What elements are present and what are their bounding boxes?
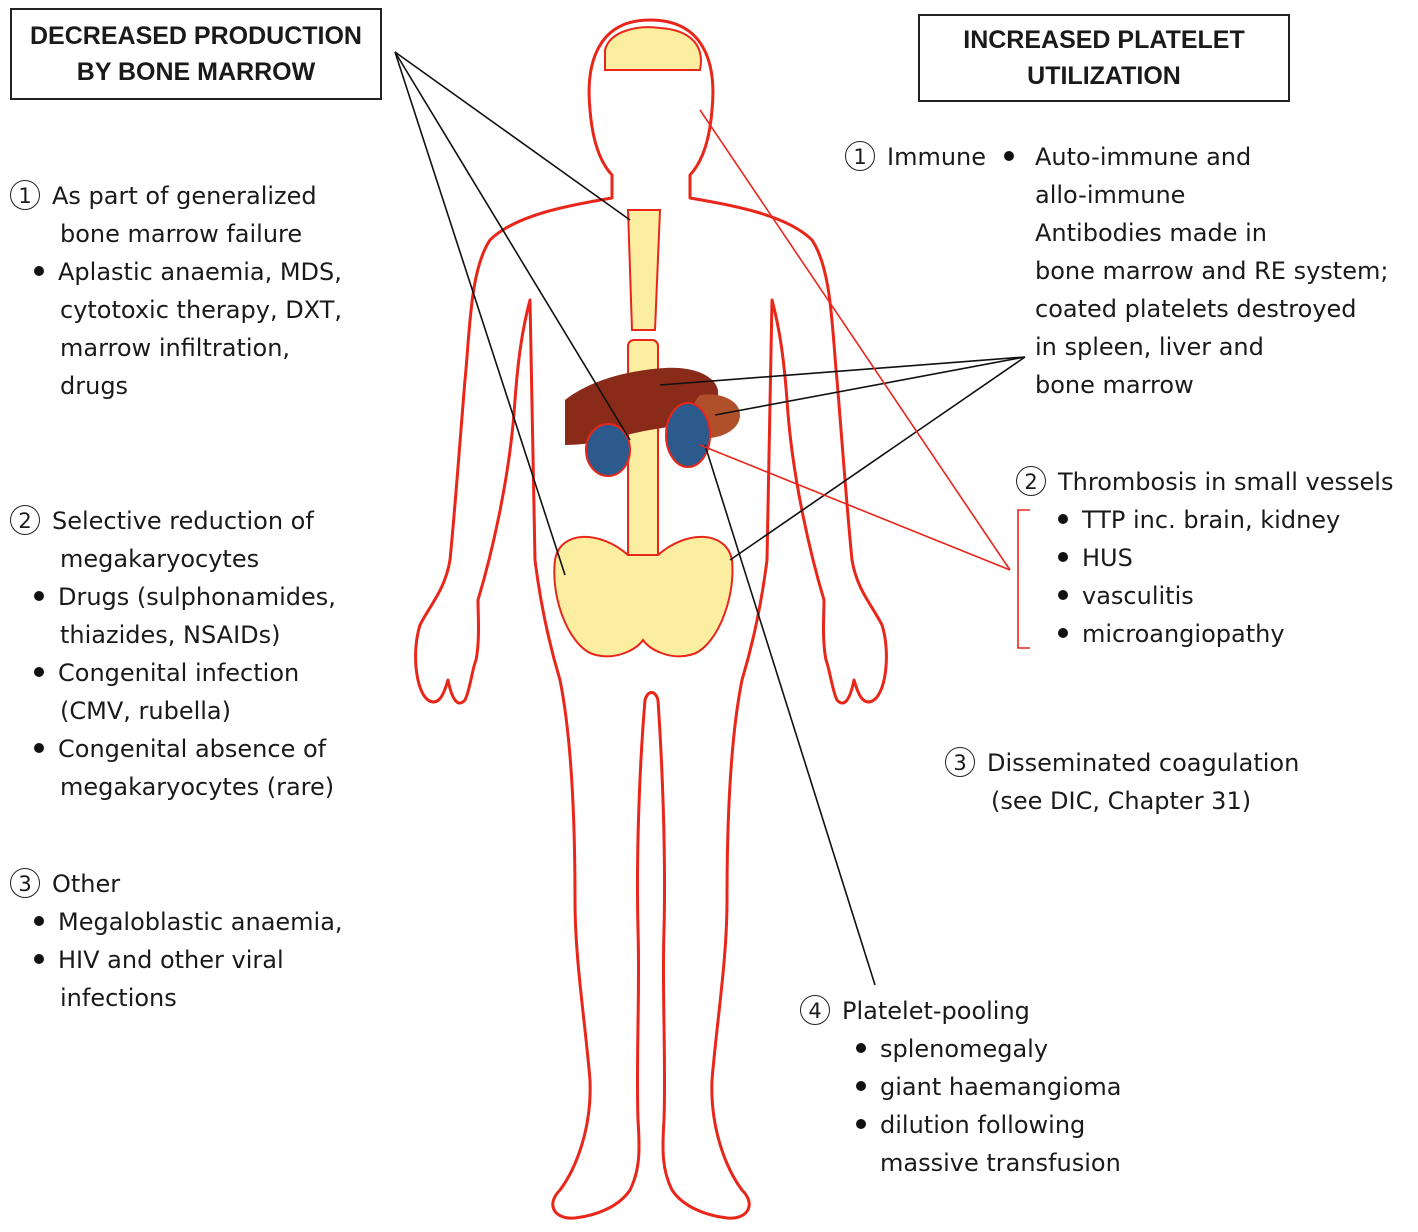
right-immune-text: Auto-immune and allo-immune Antibodies m… [1035, 138, 1388, 404]
bullet-text: dilution following [880, 1111, 1086, 1139]
bullet-icon [1004, 151, 1015, 161]
bullet-text: TTP inc. brain, kidney [1082, 506, 1341, 534]
bullet-icon [34, 591, 44, 601]
left-header-line-1: DECREASED PRODUCTION [30, 22, 362, 50]
left-header-line-2: BY BONE MARROW [76, 58, 316, 86]
bullet-icon [1058, 628, 1068, 638]
bullet-text: HIV and other viral [58, 946, 284, 974]
bullet-text-cont: thiazides, NSAIDs) [60, 621, 281, 649]
bullet-icon [34, 916, 44, 926]
right-thrombosis: 2 Thrombosis in small vessels TTP inc. br… [1016, 463, 1393, 653]
right-header-line-2: UTILIZATION [1027, 62, 1181, 90]
section-title: Selective reduction of [52, 507, 314, 535]
bullet-text: HUS [1082, 544, 1133, 572]
immune-line: bone marrow and RE system; [1035, 257, 1389, 285]
left-kidney [585, 423, 631, 477]
bullet-icon [34, 743, 44, 753]
section-number: 3 [945, 747, 975, 777]
bullet-icon [34, 667, 44, 677]
bullet-text: Megaloblastic anaemia, [58, 908, 343, 936]
section-title: Other [52, 870, 121, 898]
right-immune-label: 1 Immune [845, 138, 1028, 176]
bullet-text-cont: infections [60, 984, 177, 1012]
right-kidney [665, 402, 711, 468]
bullet-text-cont: (CMV, rubella) [60, 697, 231, 725]
section-number: 2 [10, 505, 40, 535]
bullet-text: giant haemangioma [880, 1073, 1122, 1101]
immune-line: allo-immune [1035, 181, 1186, 209]
immune-line: in spleen, liver and [1035, 333, 1264, 361]
immune-line: Auto-immune and [1035, 143, 1252, 171]
section-title-cont: megakaryocytes [60, 545, 260, 573]
bullet-text: splenomegaly [880, 1035, 1049, 1063]
immune-line: Antibodies made in [1035, 219, 1268, 247]
bullet-text: microangiopathy [1082, 620, 1285, 648]
bullet-text: Drugs (sulphonamides, [58, 583, 336, 611]
bullet-text-cont: marrow infiltration, [60, 334, 291, 362]
dic-subtitle: (see DIC, Chapter 31) [991, 787, 1252, 815]
section-number: 1 [845, 141, 875, 171]
bullet-text: vasculitis [1082, 582, 1194, 610]
bullet-icon [34, 954, 44, 964]
bullet-icon [856, 1081, 866, 1091]
left-section-2: 2 Selective reduction of megakaryocytes D… [10, 502, 336, 806]
bullet-text-cont: massive transfusion [880, 1149, 1121, 1177]
connector-pooling [704, 444, 876, 986]
immune-line: coated platelets destroyed [1035, 295, 1357, 323]
connectors-thrombosis [699, 109, 1030, 649]
connectors-immune [659, 356, 1026, 561]
dic-title: Disseminated coagulation [987, 749, 1300, 777]
bullet-text-cont: megakaryocytes (rare) [60, 773, 335, 801]
bullet-text: Congenital absence of [58, 735, 327, 763]
immune-line: bone marrow [1035, 371, 1194, 399]
bullet-icon [1058, 590, 1068, 600]
section-number: 1 [10, 180, 40, 210]
left-section-3: 3 Other Megaloblastic anaemia, HIV and ot… [10, 865, 343, 1017]
bullet-text-cont: cytotoxic therapy, DXT, [60, 296, 342, 324]
immune-label: Immune [887, 143, 987, 171]
body-outline [414, 18, 888, 1220]
bullet-icon [856, 1119, 866, 1129]
pelvis [553, 535, 734, 658]
section-number: 3 [10, 868, 40, 898]
right-header-line-1: INCREASED PLATELET [963, 26, 1245, 54]
right-header-box: INCREASED PLATELET UTILIZATION [918, 14, 1290, 102]
bullet-icon [856, 1043, 866, 1053]
section-number: 2 [1016, 466, 1046, 496]
bullet-icon [1058, 514, 1068, 524]
left-section-1: 1 As part of generalized bone marrow fail… [10, 177, 342, 405]
thrombosis-title: Thrombosis in small vessels [1058, 468, 1394, 496]
left-header-box: DECREASED PRODUCTION BY BONE MARROW [10, 8, 382, 100]
right-dic: 3 Disseminated coagulation (see DIC, Chap… [945, 744, 1299, 820]
pooling-title: Platelet-pooling [842, 997, 1030, 1025]
section-title: As part of generalized [52, 182, 317, 210]
bullet-icon [34, 266, 44, 276]
brain-shape [604, 26, 702, 71]
bullet-text: Congenital infection [58, 659, 300, 687]
right-pooling: 4 Platelet-pooling splenomegaly giant hae… [800, 992, 1122, 1182]
bullet-icon [1058, 552, 1068, 562]
bullet-text: Aplastic anaemia, MDS, [58, 258, 342, 286]
connectors-left [394, 51, 631, 576]
section-title-cont: bone marrow failure [60, 220, 303, 248]
section-number: 4 [800, 995, 830, 1025]
bullet-text-cont: drugs [60, 372, 129, 400]
